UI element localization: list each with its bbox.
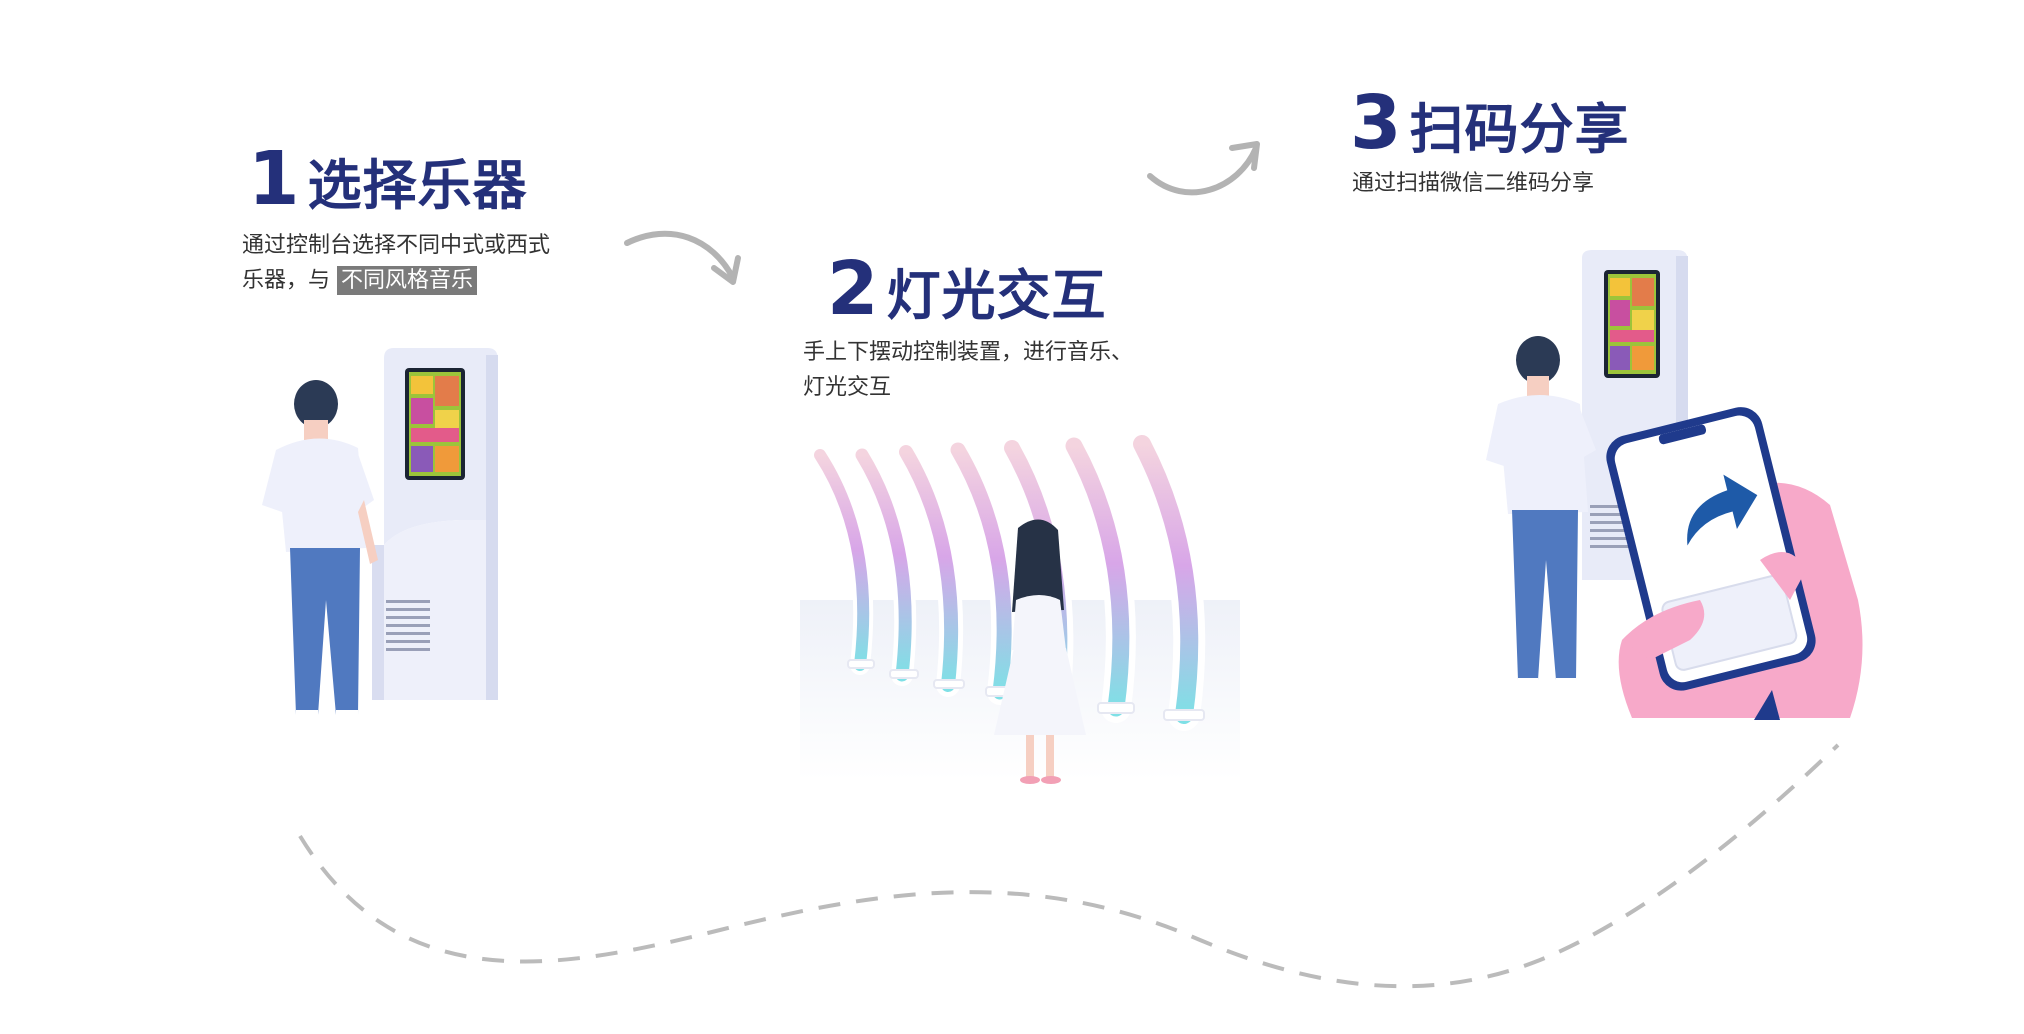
girl-figure xyxy=(994,519,1086,784)
step3-desc-line1: 通过扫描微信二维码分享 xyxy=(1352,171,1595,196)
step1-desc-line2-prefix: 乐器，与 xyxy=(242,268,331,293)
phone-in-hand xyxy=(1606,407,1863,720)
step1-name: 选择乐器 xyxy=(307,154,528,217)
step2-name: 灯光交互 xyxy=(886,264,1107,327)
step1-title: 1 选择乐器 xyxy=(248,142,528,216)
boy-figure xyxy=(1486,336,1596,688)
step2-desc-line1: 手上下摆动控制装置，进行音乐、 xyxy=(803,340,1134,365)
step1-desc-line1: 通过控制台选择不同中式或西式 xyxy=(242,233,551,258)
step2-number: 2 xyxy=(827,246,878,332)
speaker-grille xyxy=(386,600,430,651)
kiosk-machine xyxy=(372,348,498,700)
step3-title: 3 扫码分享 xyxy=(1350,86,1630,160)
step1-number: 1 xyxy=(248,136,299,222)
step1-description: 通过控制台选择不同中式或西式 乐器，与 不同风格音乐 xyxy=(242,228,602,298)
curved-arrow-icon xyxy=(624,230,741,285)
step1-desc-highlight: 不同风格音乐 xyxy=(337,266,478,295)
step2-title: 2 灯光交互 xyxy=(827,252,1107,326)
share-arrow-icon xyxy=(1687,474,1758,546)
step3-name: 扫码分享 xyxy=(1409,98,1630,161)
step3-description: 通过扫描微信二维码分享 xyxy=(1352,166,1672,201)
light-arches xyxy=(810,428,1206,731)
curved-arrow-icon xyxy=(1147,141,1260,196)
step3-number: 3 xyxy=(1350,80,1401,166)
step2-description: 手上下摆动控制装置，进行音乐、 灯光交互 xyxy=(803,335,1183,405)
boy-figure xyxy=(262,380,378,720)
step2-desc-line2: 灯光交互 xyxy=(803,375,892,400)
speaker-grille xyxy=(1590,505,1630,548)
dashed-path xyxy=(298,743,1840,989)
